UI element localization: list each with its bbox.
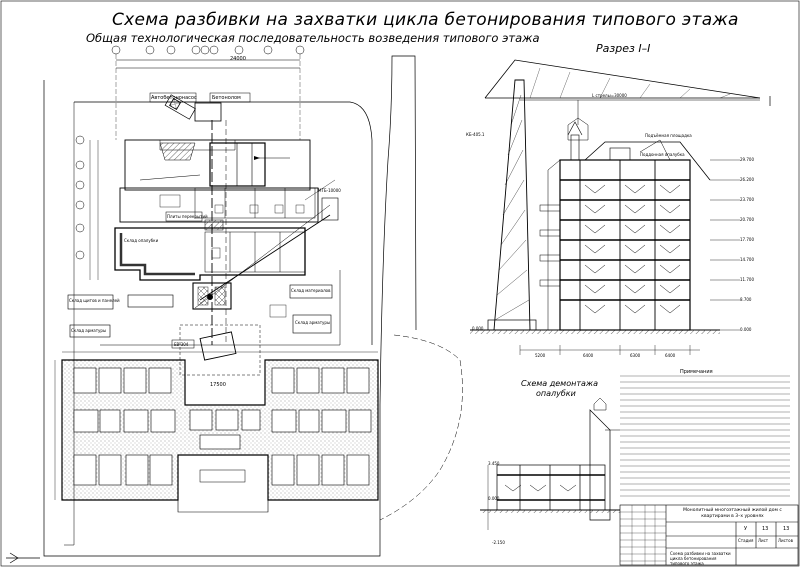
level-2: 26.200 bbox=[740, 177, 754, 182]
building-section bbox=[539, 139, 711, 331]
level-9: 0.000 bbox=[740, 327, 752, 332]
level-7: 11.700 bbox=[740, 277, 754, 282]
pump-label: Автобетононасос bbox=[151, 95, 197, 101]
storage-box-3 bbox=[289, 284, 333, 299]
title-block-frame bbox=[619, 504, 799, 566]
demount-scheme bbox=[480, 397, 620, 530]
bunker-block bbox=[194, 102, 222, 122]
section-title: Разрез I–I bbox=[596, 42, 651, 55]
top-total-dim: 24000 bbox=[230, 56, 246, 62]
demount-level-1: 3.450 bbox=[488, 461, 500, 466]
level-5: 17.700 bbox=[740, 237, 754, 242]
level-6: 14.700 bbox=[740, 257, 754, 262]
upper-block bbox=[124, 139, 311, 191]
level-4: 20.700 bbox=[740, 217, 754, 222]
level-8: 8.700 bbox=[740, 297, 752, 302]
dim-2: 6400 bbox=[583, 353, 594, 358]
slab-label: Плиты перекрытий bbox=[167, 214, 208, 219]
stamp-h-sheets: Листов bbox=[778, 538, 793, 543]
table-formwork-label: Поддонная опалубка bbox=[640, 152, 685, 157]
pit-label: ЕВ-304 bbox=[174, 342, 189, 347]
store-label-2: Склад арматуры bbox=[71, 328, 107, 333]
stamp-v-sheet: 13 bbox=[762, 526, 769, 532]
stamp-v-stage: У bbox=[744, 526, 748, 532]
notes-heading: Примечания bbox=[680, 369, 713, 375]
bottom-dim: 17500 bbox=[210, 382, 226, 388]
store-label-4: Склад арматуры bbox=[295, 320, 331, 325]
dim-1: 5200 bbox=[535, 353, 546, 358]
pump-truck bbox=[164, 94, 196, 120]
stamp-sheet-name: Схема разбивки на захватки цикла бетонир… bbox=[670, 551, 731, 566]
demount-title-1: Схема демонтажа bbox=[521, 379, 599, 388]
level-1: 29.700 bbox=[740, 157, 754, 162]
level-3: 23.700 bbox=[740, 197, 754, 202]
demount-level-3: -2.150 bbox=[492, 540, 505, 545]
formwork-storage-label: Склад опалубки bbox=[124, 238, 159, 243]
stamp-h-stage: Стадия bbox=[738, 538, 754, 543]
store-label-1: Склад щитов и панелей bbox=[69, 298, 120, 303]
demount-level-2: 0.000 bbox=[488, 496, 500, 501]
axis-bubbles-left bbox=[75, 135, 99, 280]
store-label-3: Склад материалов bbox=[291, 288, 331, 293]
tower-lattice bbox=[494, 94, 530, 321]
slab-label-box bbox=[165, 211, 203, 222]
sheet-subtitle: Общая технологическая последовательность… bbox=[86, 31, 540, 45]
boom-length: L стрелы=30000 bbox=[592, 93, 627, 98]
stamp-v-sheets: 13 bbox=[783, 526, 790, 532]
storage-box-4 bbox=[292, 314, 332, 334]
site-plan bbox=[6, 45, 463, 564]
main-plan bbox=[54, 351, 379, 513]
mtb-label: МТБ-10000 bbox=[318, 188, 341, 193]
pit-area bbox=[179, 324, 261, 376]
bunker-label: Бетонолом bbox=[212, 95, 241, 101]
mtb-block bbox=[321, 197, 339, 221]
crane-boom-plan bbox=[199, 214, 331, 301]
stamp-h-sheet: Лист bbox=[758, 538, 769, 543]
hook-bucket bbox=[567, 117, 589, 141]
notes-block bbox=[620, 375, 790, 497]
hoist-label: Подъёмная площадка bbox=[645, 133, 692, 138]
crane-name: КБ-405.1 bbox=[466, 132, 485, 137]
axis-bubbles-top bbox=[111, 45, 305, 140]
storage-box-2 bbox=[69, 324, 111, 338]
crane-tower bbox=[493, 79, 531, 331]
crane-base bbox=[192, 282, 232, 310]
sheet-title: Схема разбивки на захватки цикла бетонир… bbox=[112, 10, 739, 30]
demount-title-2: опалубки bbox=[536, 389, 576, 398]
storage-box-1 bbox=[67, 294, 114, 310]
crane-jib bbox=[484, 59, 761, 99]
ground-level: 0.000 bbox=[472, 326, 484, 331]
dim-3: 6300 bbox=[630, 353, 641, 358]
road-outline bbox=[43, 55, 417, 557]
dim-4: 6400 bbox=[665, 353, 676, 358]
stamp-title: Монолитный многоэтажный жилой дом с квар… bbox=[683, 508, 782, 519]
crane-section bbox=[470, 59, 771, 355]
